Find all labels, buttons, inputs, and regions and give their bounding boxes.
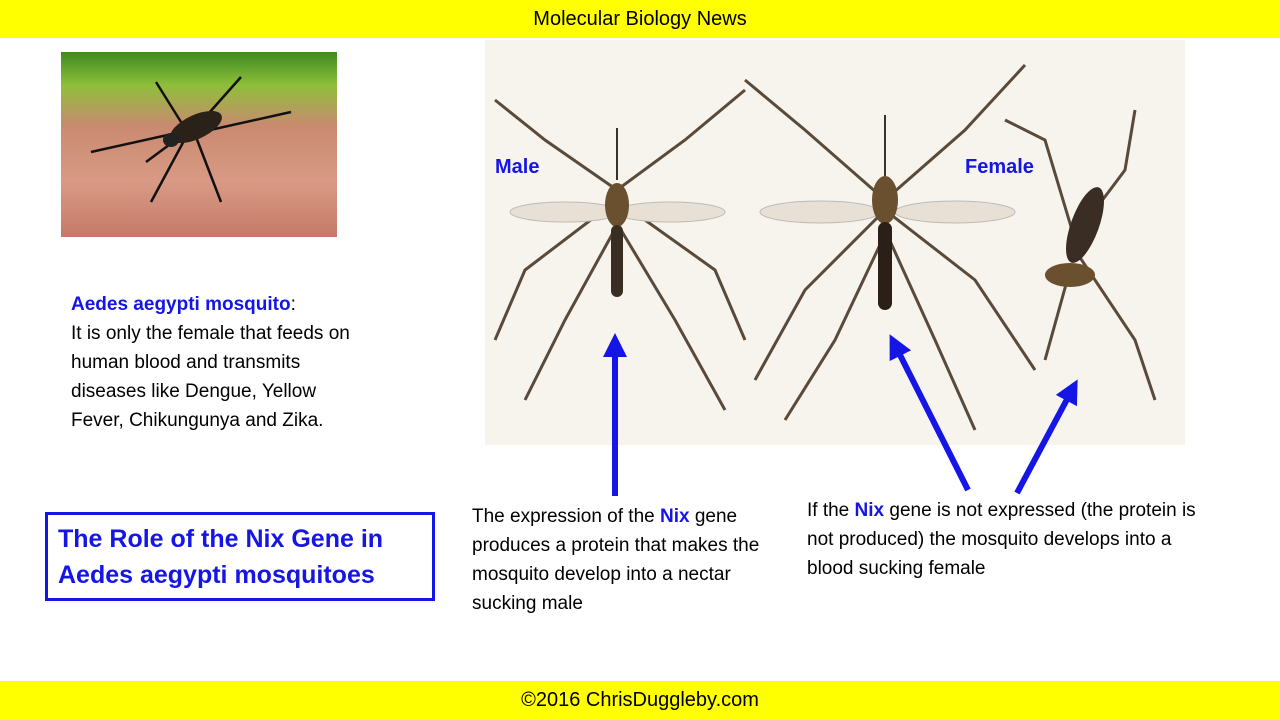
title-box: The Role of the Nix Gene in Aedes aegypt… bbox=[45, 512, 435, 601]
caption-text: gene produces a protein that makes the m… bbox=[472, 506, 760, 614]
footer-copyright: ©2016 ChrisDuggleby.com bbox=[521, 689, 759, 711]
description-text: It is only the female that feeds on huma… bbox=[71, 323, 350, 431]
male-caption: The expression of the Nix gene produces … bbox=[472, 502, 772, 618]
header-banner: Molecular Biology News bbox=[0, 0, 1280, 38]
title-line-1: The Role of the Nix Gene in bbox=[58, 525, 384, 553]
title-line-2: Aedes aegypti mosquitoes bbox=[58, 561, 375, 589]
footer-banner: ©2016 ChrisDuggleby.com bbox=[0, 681, 1280, 720]
mosquito-illustration bbox=[485, 40, 1185, 445]
caption-text: gene is not expressed (the protein is no… bbox=[807, 500, 1196, 579]
species-name: Aedes aegypti mosquito bbox=[71, 294, 291, 315]
caption-text: The expression of the bbox=[472, 506, 660, 527]
header-title: Molecular Biology News bbox=[533, 8, 747, 30]
gene-name: Nix bbox=[854, 500, 885, 521]
mosquito-description: Aedes aegypti mosquito: It is only the f… bbox=[71, 290, 361, 435]
male-label: Male bbox=[495, 156, 540, 178]
gene-name: Nix bbox=[660, 506, 690, 527]
caption-text: If the bbox=[807, 500, 855, 521]
mosquito-photo bbox=[61, 52, 337, 237]
female-caption: If the Nix gene is not expressed (the pr… bbox=[807, 496, 1207, 583]
colon: : bbox=[290, 294, 296, 315]
female-label: Female bbox=[965, 156, 1034, 178]
